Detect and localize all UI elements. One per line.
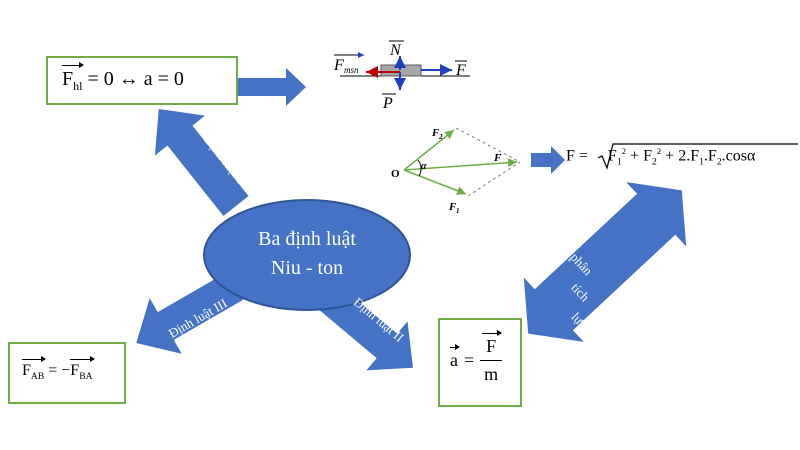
acceleration-symbol: a <box>450 344 460 370</box>
fraction: F m <box>480 330 503 385</box>
force-AB-symbol: FAB <box>22 355 47 383</box>
synthesis-word: hợp <box>571 195 596 220</box>
parallelogram-diagram: O α F 2 F 1 F <box>391 127 521 215</box>
arrow-to-force-diagram <box>238 68 306 106</box>
vector-F-resultant <box>403 158 518 171</box>
force-label: F <box>455 62 466 79</box>
weight-label: P <box>382 95 393 112</box>
arrow-synthesis <box>523 182 687 342</box>
force-diagram: F msn N F P <box>333 40 470 112</box>
fraction-bar <box>480 360 503 361</box>
F2-label: F <box>431 127 440 139</box>
fraction-numerator: F <box>482 330 503 357</box>
synthesis-word: Tổng <box>570 164 600 195</box>
law-3-box: FAB = −FBA <box>8 342 126 404</box>
origin-label: O <box>391 168 400 180</box>
vector-F1 <box>403 169 467 195</box>
F-resultant-label: F <box>493 152 502 164</box>
dashed-side <box>467 161 521 197</box>
fraction-denominator: m <box>484 364 499 384</box>
arrow-law-1 <box>154 108 249 216</box>
law-1-box: Fhl = 0 ↔ a = 0 <box>46 56 238 105</box>
magnitude-formula: F = F12 + F22 + 2.F1.F2.cosα <box>566 146 756 168</box>
alpha-label: α <box>421 161 427 172</box>
F1-label-sub: 1 <box>456 207 460 215</box>
net-force-symbol: Fhl <box>62 62 85 93</box>
sqrt-sign <box>597 143 798 170</box>
law-2-formula: a = F m <box>450 330 503 385</box>
arrow-to-magnitude-formula <box>531 146 565 174</box>
arrow-law-3 <box>136 272 243 354</box>
F2-label-sub: 2 <box>438 133 443 141</box>
law-3-formula: FAB = −FBA <box>22 355 95 383</box>
force-BA-symbol: FBA <box>70 355 95 383</box>
equals-sign: = <box>464 350 475 370</box>
normal-label: N <box>389 42 402 59</box>
law-1-formula: Fhl = 0 ↔ a = 0 <box>62 62 184 93</box>
F1-label: F <box>448 201 457 213</box>
law-2-box: a = F m <box>438 318 522 407</box>
dashed-side <box>455 127 521 163</box>
vector-F2 <box>403 129 455 171</box>
angle-arc <box>417 159 422 177</box>
friction-label: F <box>333 57 344 74</box>
center-title-line2: Niu - ton <box>271 257 343 279</box>
friction-label-sub: msn <box>344 65 359 75</box>
center-ellipse <box>203 199 411 311</box>
center-title-line1: Ba định luật <box>258 228 356 250</box>
